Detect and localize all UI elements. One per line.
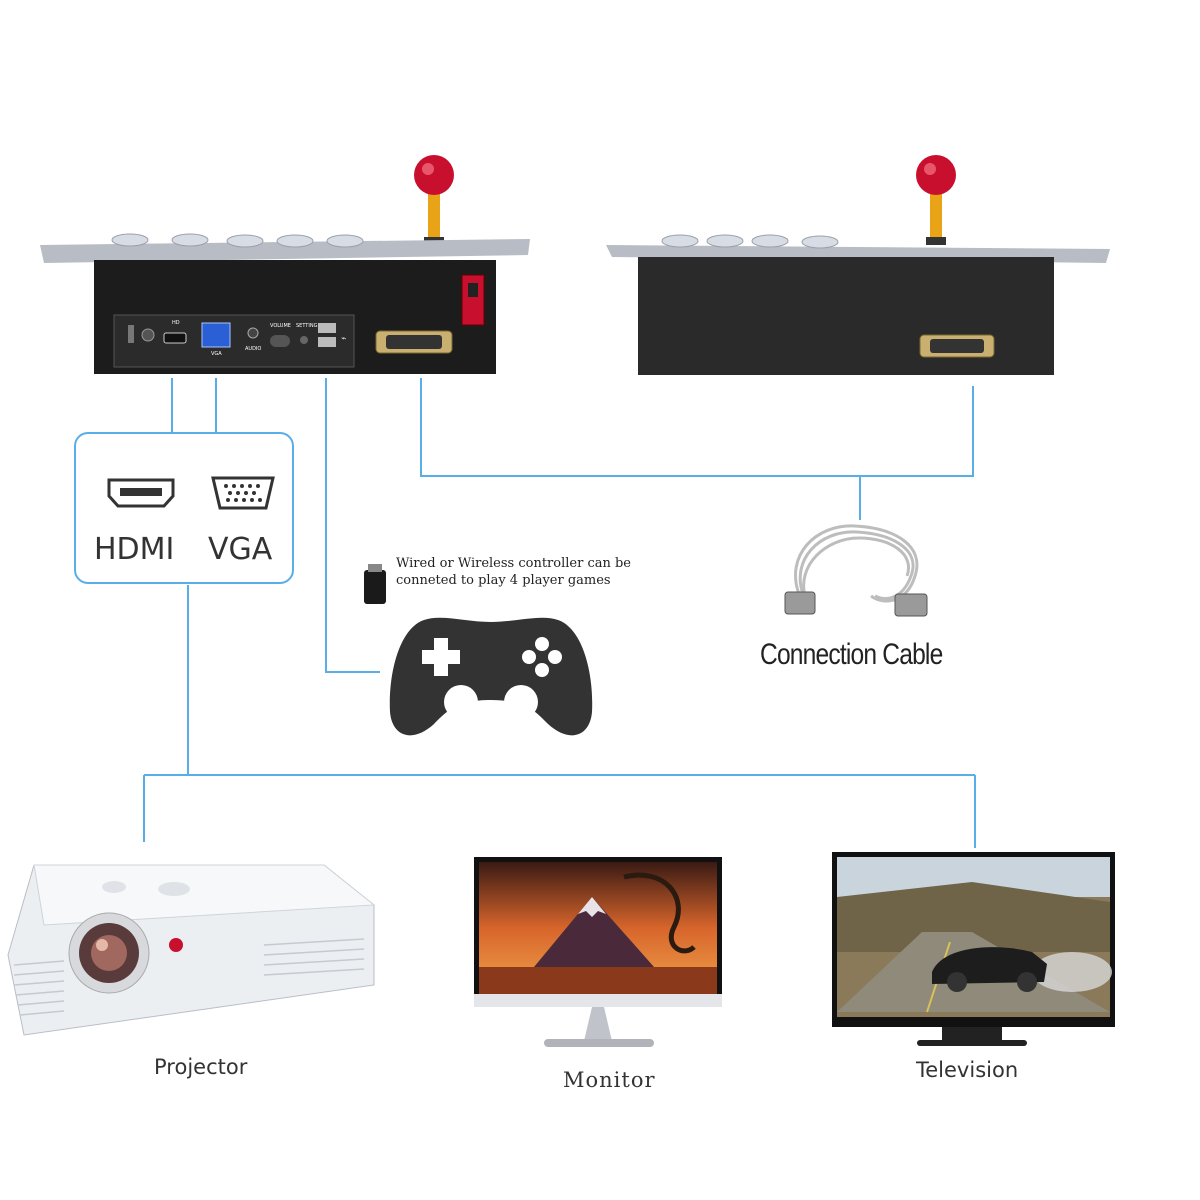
- setting-label: SETTING: [296, 323, 318, 329]
- controller-note-line2: conneted to play 4 player games: [396, 573, 611, 588]
- svg-text:⌁: ⌁: [341, 334, 346, 344]
- hdmi-label: HDMI: [94, 532, 175, 567]
- monitor-icon: [474, 857, 722, 1047]
- connection-cable-label: Connection Cable: [760, 638, 943, 671]
- projector-icon: [7, 864, 376, 1036]
- controller-note-line1: Wired or Wireless controller can be: [396, 556, 632, 571]
- vga-label: VGA: [208, 532, 273, 567]
- power-switch: [461, 274, 485, 326]
- video-output-box: HDMI VGA: [74, 432, 294, 584]
- console-main: HD VGA AUDIO VOLUME SETTING ⌁: [40, 155, 530, 374]
- joystick-shaft: [428, 187, 440, 239]
- vga-port-label: VGA: [211, 351, 222, 357]
- projector-label: Projector: [154, 1055, 248, 1079]
- usb-dongle-icon: [364, 564, 386, 604]
- monitor-label: Monitor: [563, 1068, 656, 1092]
- usb-port: [318, 337, 336, 347]
- vga-icon: [211, 476, 275, 510]
- gamepad-icon: [389, 617, 593, 736]
- television-icon: [832, 852, 1115, 1046]
- console-secondary: [606, 155, 1110, 375]
- joystick-ball: [414, 155, 454, 195]
- hdmi-port: [163, 332, 187, 344]
- usb-port: [318, 323, 336, 333]
- television-label: Television: [916, 1058, 1019, 1082]
- volume-label: VOLUME: [270, 323, 291, 329]
- connection-cable-icon: [784, 524, 928, 617]
- hdmi-port-label: HD: [172, 320, 180, 326]
- hdmi-icon: [107, 478, 175, 508]
- audio-port-label: AUDIO: [245, 346, 261, 352]
- vga-port: [201, 322, 231, 348]
